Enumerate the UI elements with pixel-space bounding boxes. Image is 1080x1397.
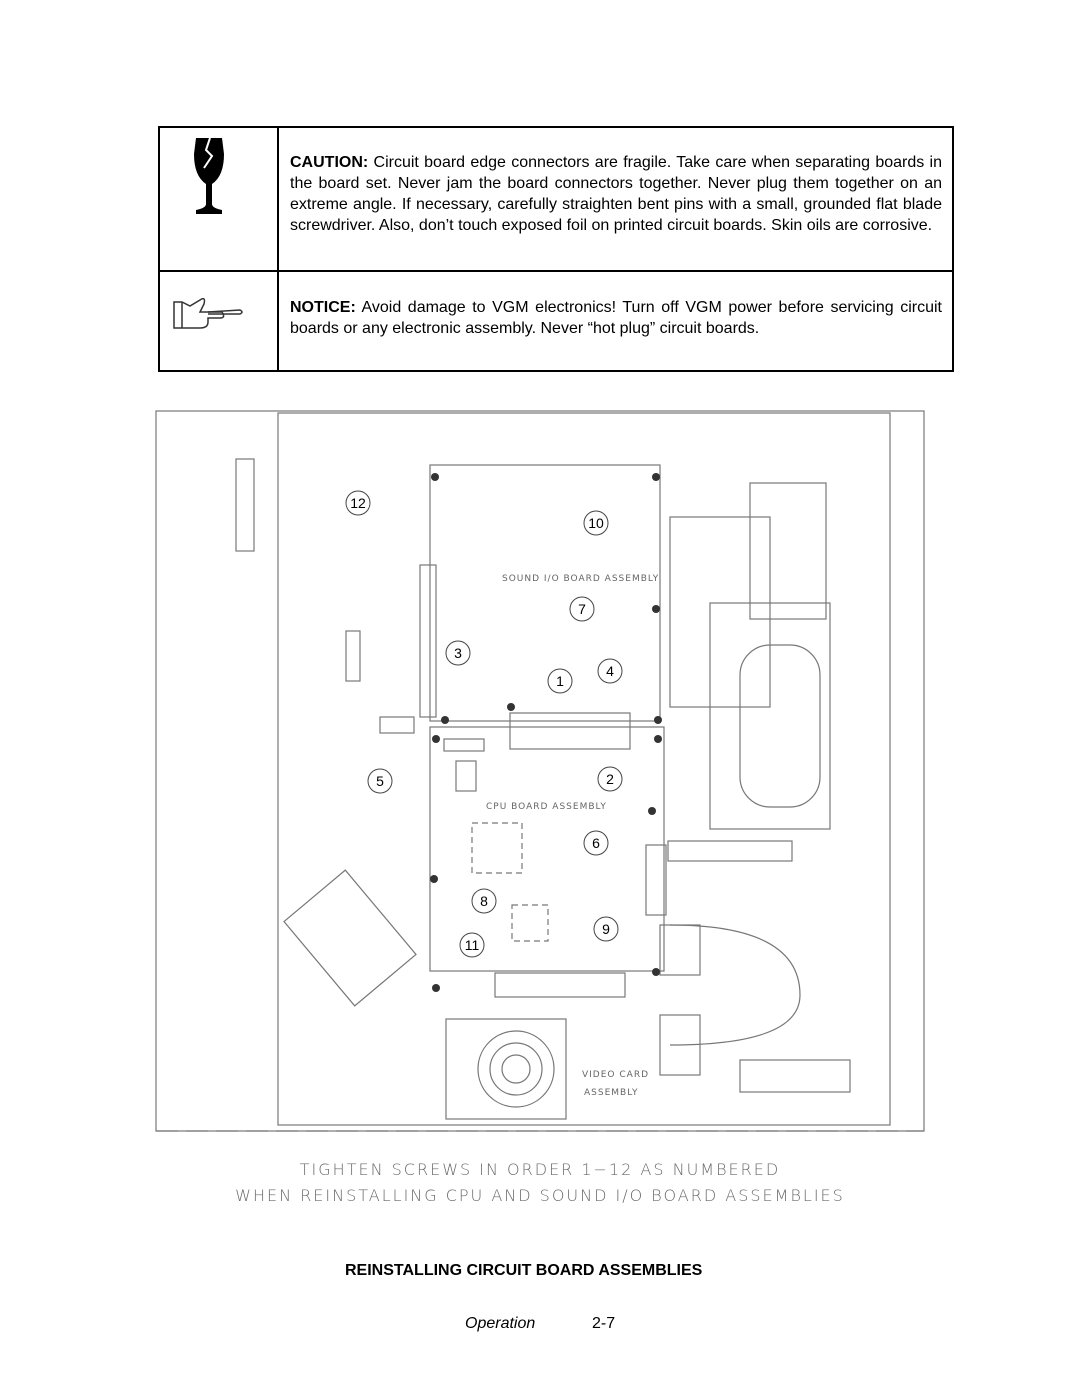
screw-number-8: 8 (480, 893, 488, 909)
footer-section: Operation (465, 1315, 536, 1332)
fragile-glass-icon (194, 137, 224, 214)
screw-number-6: 6 (592, 835, 600, 851)
sound-board-label: SOUND I/O BOARD ASSEMBLY (502, 574, 659, 584)
screw-callout-11 (459, 932, 485, 958)
screw-number-9: 9 (602, 921, 610, 937)
screw-number-12: 12 (350, 495, 366, 511)
screw-callout-5 (367, 768, 393, 794)
screw-callout-3 (445, 640, 471, 666)
screw-callout-1 (547, 668, 573, 694)
caution-text: CAUTION: Circuit board edge connectors a… (290, 154, 942, 234)
notice-row: NOTICE: Avoid damage to VGM electronics!… (160, 272, 952, 370)
screw-number-11: 11 (465, 937, 480, 953)
notice-text: NOTICE: Avoid damage to VGM electronics!… (290, 299, 942, 337)
circuit-board-diagram: SOUND I/O BOARD ASSEMBLY CPU BOARD ASSEM… (155, 410, 925, 1132)
caution-row: CAUTION: Circuit board edge connectors a… (160, 128, 952, 272)
caption-line-1: TIGHTEN SCREWS IN ORDER 1−12 AS NUMBERED (299, 1160, 781, 1179)
screw-callout-6 (583, 830, 609, 856)
screw-number-10: 10 (588, 515, 604, 531)
screw-number-2: 2 (606, 771, 614, 787)
video-card-label-1: VIDEO CARD (582, 1070, 649, 1080)
screw-callout-4 (597, 658, 623, 684)
figure-title: REINSTALLING CIRCUIT BOARD ASSEMBLIES (345, 1262, 703, 1279)
screw-callout-10 (583, 510, 609, 536)
screw-number-7: 7 (578, 601, 586, 617)
screw-number-4: 4 (606, 663, 614, 679)
screw-number-5: 5 (376, 773, 384, 789)
page-number: 2-7 (592, 1315, 616, 1332)
screw-callout-12 (345, 490, 371, 516)
screw-callout-8 (471, 888, 497, 914)
screw-number-3: 3 (454, 645, 462, 661)
screw-number-1: 1 (556, 673, 564, 689)
cpu-board-label: CPU BOARD ASSEMBLY (486, 802, 607, 812)
screw-callout-7 (569, 596, 595, 622)
notice-table: CAUTION: Circuit board edge connectors a… (158, 126, 954, 372)
pointing-hand-icon (173, 297, 243, 329)
screw-callout-2 (597, 766, 623, 792)
caption-line-2: WHEN REINSTALLING CPU AND SOUND I/O BOAR… (235, 1186, 845, 1205)
video-card-label-2: ASSEMBLY (584, 1088, 639, 1098)
screw-callout-9 (593, 916, 619, 942)
